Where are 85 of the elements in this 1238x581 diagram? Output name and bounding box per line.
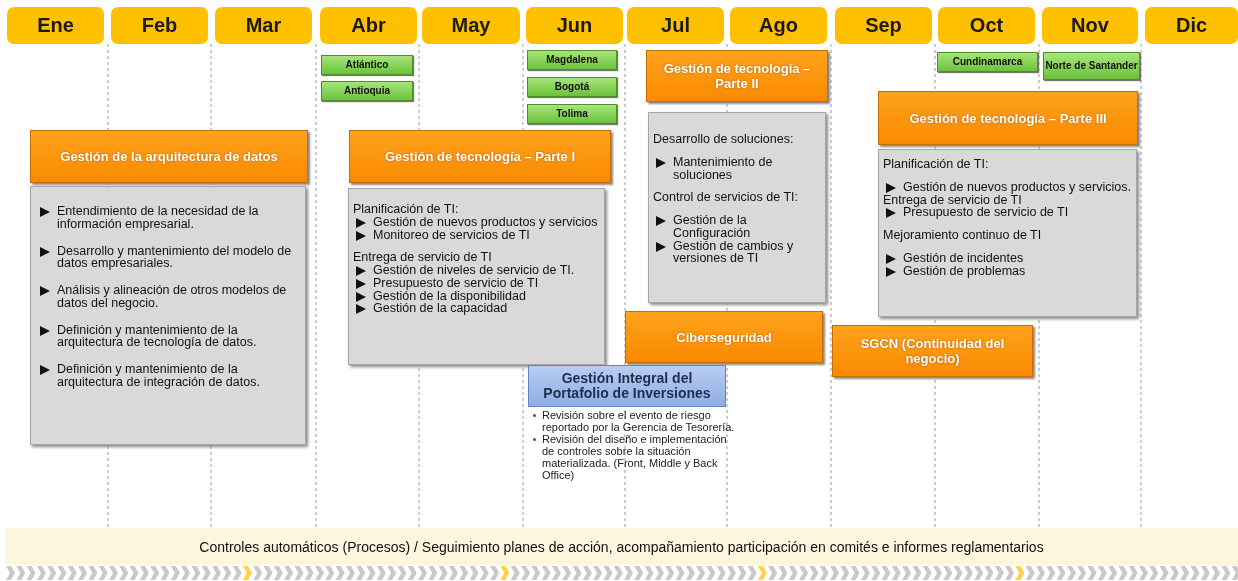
label-text: Atlántico (345, 60, 389, 70)
label-text: Abr (351, 14, 386, 37)
label-text: Nov (1071, 14, 1109, 37)
label-text: Gestión de la arquitectura de datos (60, 149, 278, 164)
section-heading: Desarrollo de soluciones: (653, 133, 795, 146)
activity-box (878, 149, 1137, 317)
region-box (527, 77, 617, 97)
label-text: Bogotá (554, 82, 590, 92)
project-bar (349, 130, 611, 183)
month-header (526, 7, 623, 44)
label-text: Mar (245, 14, 282, 37)
month-header (1042, 7, 1138, 44)
region-box (321, 55, 413, 75)
month-header (111, 7, 208, 44)
label-text: Jun (556, 14, 593, 37)
project-bar (625, 311, 823, 363)
label-text: Gestión de tecnología – Parte I (385, 149, 575, 164)
bullet-item: Análisis y alineación de otros modelos de datos del negocio. (37, 284, 299, 310)
region-box (937, 52, 1038, 72)
label-text: Sep (865, 14, 902, 37)
bullet-item: Monitoreo de servicios de TI (353, 228, 600, 242)
region-box (1043, 52, 1140, 80)
month-header (1145, 7, 1238, 44)
bullet-item: Gestión de niveles de servicio de TI. (353, 264, 600, 277)
section-heading: Control de servicios de TI: (653, 191, 799, 204)
bullet-item: Gestión de cambios y versiones de TI (653, 239, 821, 265)
section-heading: Planificación de TI: (883, 158, 990, 171)
bullet-item: Mantenimiento de soluciones (653, 155, 821, 182)
bullet-item: Presupuesto de servicio de TI (883, 206, 1132, 219)
bullet-item: Gestión de la capacidad (353, 302, 600, 315)
project-bar (878, 91, 1138, 145)
label-text: Ene (37, 14, 74, 37)
activity-box (30, 186, 306, 445)
label-text: Dic (1175, 14, 1208, 37)
bullet-item: Definición y mantenimiento de la arquitectura de integración de datos. (37, 363, 299, 389)
project-bar (832, 325, 1033, 377)
label-text: Antioquia (343, 86, 391, 96)
label-text: May (451, 14, 491, 37)
project-bar (646, 50, 828, 102)
month-header (938, 7, 1035, 44)
region-box (321, 81, 413, 101)
bullet-item: Gestión de la disponibilidad (353, 289, 600, 303)
month-header (835, 7, 932, 44)
label-text: Feb (141, 14, 178, 37)
bullet-item: Gestión de incidentes (883, 251, 1132, 265)
month-header (7, 7, 104, 44)
bullet-item: Gestión de nuevos productos y servicios (353, 215, 600, 229)
region-box (527, 50, 617, 70)
bullet-item: Revisión sobre el evento de riesgo reportado por la Gerencia de Tesorería. (530, 409, 735, 434)
label-text: Cundinamarca (952, 57, 1023, 67)
activity-box (348, 188, 605, 365)
section-heading: Entrega de servicio de TI (883, 193, 1022, 207)
bullet-item: Presupuesto de servicio de TI (353, 276, 600, 290)
month-header (730, 7, 827, 44)
label-text: Gestión Integral del Portafolio de Inversiones (542, 371, 712, 401)
section-heading: Entrega de servicio de TI (353, 251, 493, 264)
month-header (215, 7, 312, 44)
bullet-item: Gestión de problemas (883, 264, 1132, 278)
label-text: Ago (759, 14, 798, 37)
label-text: Oct (969, 14, 1004, 37)
bullet-item: Entendimiento de la necesidad de la información empresarial. (37, 205, 299, 231)
region-box (527, 104, 617, 124)
label-text: Controles automáticos (Procesos) / Seguimiento planes de acción, acompañamiento participación en comités e informes reglamentarios (199, 538, 1044, 555)
bullet-item: Gestión de la Configuración (653, 214, 821, 240)
label-text: Gestión de tecnología – Parte II (662, 61, 812, 91)
bullet-item: Gestión de nuevos productos y servicios. (883, 180, 1132, 194)
section-heading: Mejoramiento continuo de TI (883, 229, 1043, 242)
section-heading: Planificación de TI: (353, 203, 460, 216)
label-text: Tolima (556, 109, 588, 119)
month-header (422, 7, 520, 44)
month-header (627, 7, 724, 44)
label-text: Gestión de tecnología – Parte III (909, 110, 1107, 126)
bullet-item: Desarrollo y mantenimiento del modelo de datos empresariales. (37, 244, 299, 270)
activity-box (648, 112, 826, 303)
footer-band (5, 528, 1238, 565)
label-text: Norte de Santander (1045, 61, 1138, 71)
project-bar (30, 130, 308, 183)
bullet-item: Definición y mantenimiento de la arquitectura de tecnología de datos. (37, 323, 299, 349)
label-text: Ciberseguridad (676, 329, 772, 345)
project-bar (528, 365, 726, 407)
month-header (320, 7, 417, 44)
label-text: Magdalena (546, 55, 598, 65)
bullet-item: Revisión del diseño e implementación de controles sobre la situación materializada. (Front, Middle y Back Office) (530, 433, 735, 482)
label-text: Jul (661, 14, 690, 37)
label-text: SGCN (Continuidad del negocio) (859, 336, 1006, 366)
